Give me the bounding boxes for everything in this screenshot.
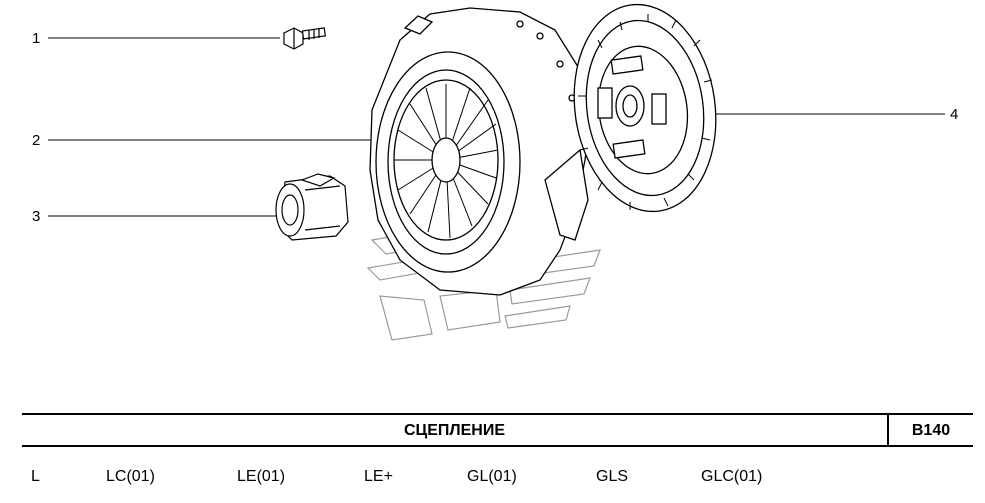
callout-2: 2	[32, 132, 41, 149]
callout-3: 3	[32, 208, 41, 225]
bolt-part	[283, 27, 327, 50]
release-bearing-part	[275, 173, 349, 241]
section-title: СЦЕПЛЕНИЕ	[403, 422, 506, 439]
variant-label: LC(01)	[106, 468, 155, 485]
parts-diagram	[48, 3, 945, 341]
variant-label: GLC(01)	[701, 468, 763, 485]
variant-label: LE+	[364, 468, 393, 485]
title-divider	[887, 415, 889, 445]
title-block: СЦЕПЛЕНИЕ B140	[22, 413, 973, 447]
callout-1: 1	[32, 30, 41, 47]
pressure-plate-part	[369, 7, 591, 296]
variant-label: GLS	[596, 468, 629, 485]
clutch-disc-part	[573, 3, 717, 213]
section-code: B140	[911, 422, 951, 439]
variant-label: L	[31, 468, 40, 485]
callout-4: 4	[950, 106, 959, 123]
variant-label: GL(01)	[467, 468, 517, 485]
leader-lines	[48, 37, 945, 217]
variant-label: LE(01)	[237, 468, 286, 485]
